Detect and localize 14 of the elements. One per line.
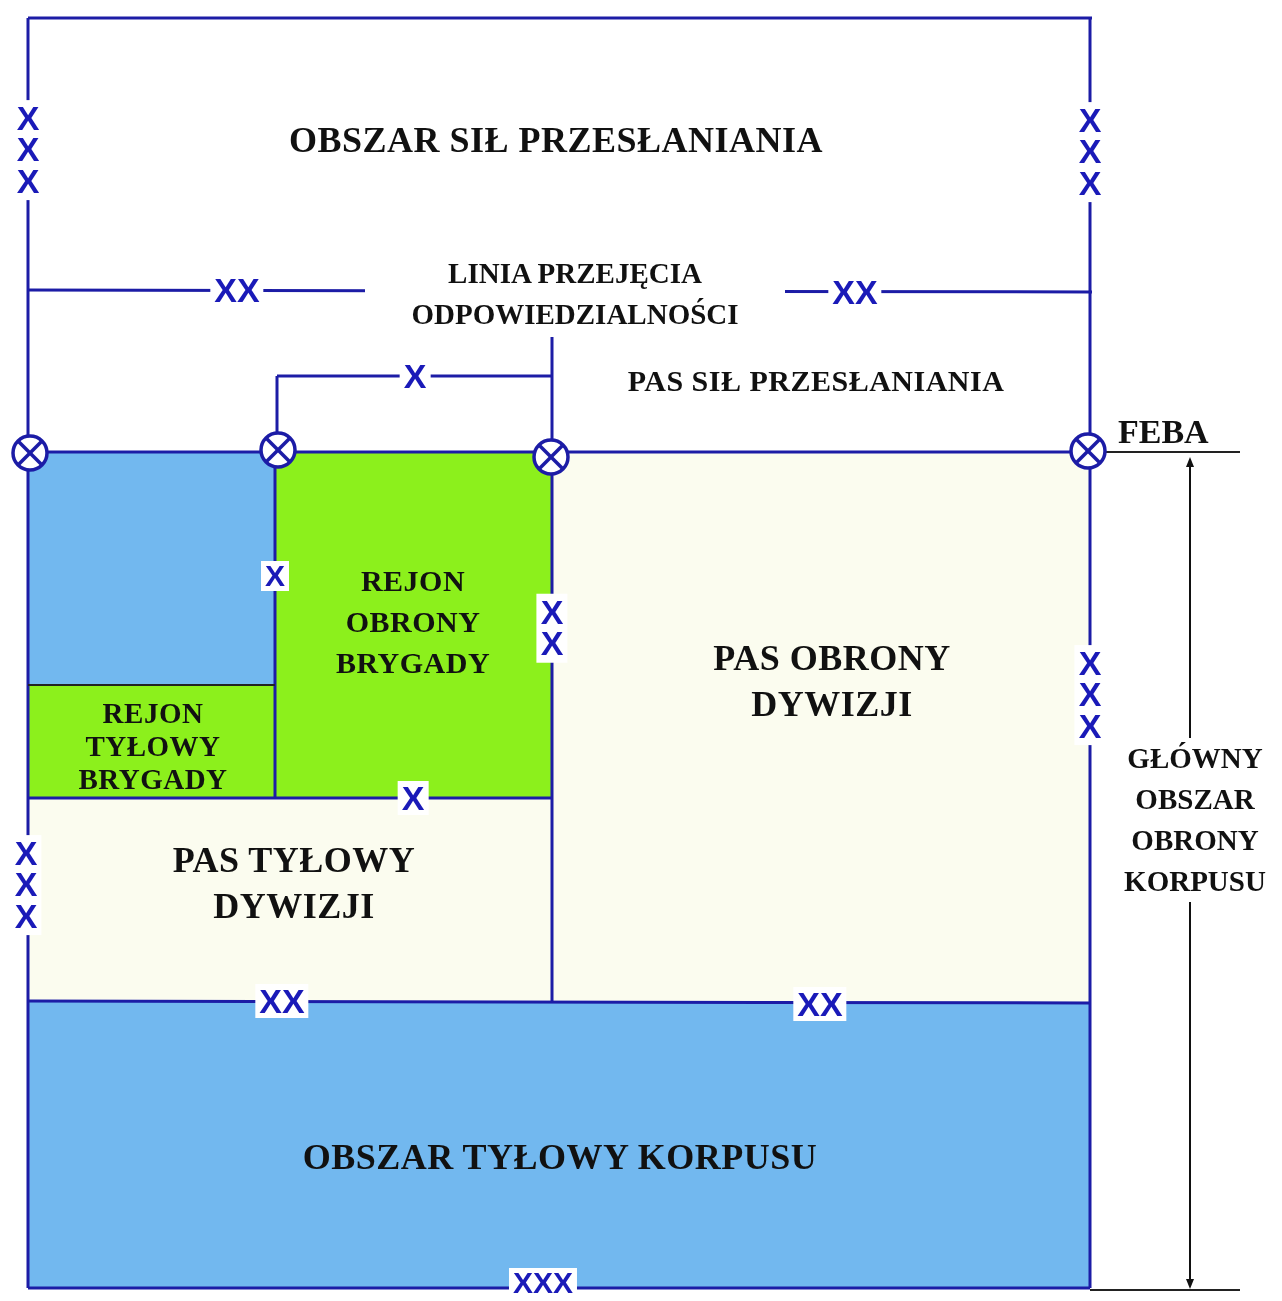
area-label: REJON TYŁOWY BRYGADY — [77, 696, 229, 796]
area-label: PAS SIŁ PRZESŁANIANIA — [627, 363, 1005, 399]
area-box — [28, 685, 275, 798]
echelon-symbol: X — [397, 781, 429, 815]
area-label: OBSZAR SIŁ PRZESŁANIANIA — [288, 119, 824, 161]
echelon-symbol: XX — [536, 593, 568, 663]
echelon-symbol: X — [261, 561, 289, 591]
boundary-label: FEBA — [1118, 412, 1209, 452]
area-label: OBSZAR TYŁOWY KORPUSU — [301, 1136, 819, 1178]
echelon-symbol: XX — [255, 984, 309, 1018]
area-label: REJON OBRONY BRYGADY — [334, 562, 492, 681]
echelon-symbol: XX — [793, 987, 847, 1021]
area-label: PAS OBRONY DYWIZJI — [712, 637, 952, 726]
area-label: PAS TYŁOWY DYWIZJI — [171, 839, 417, 928]
